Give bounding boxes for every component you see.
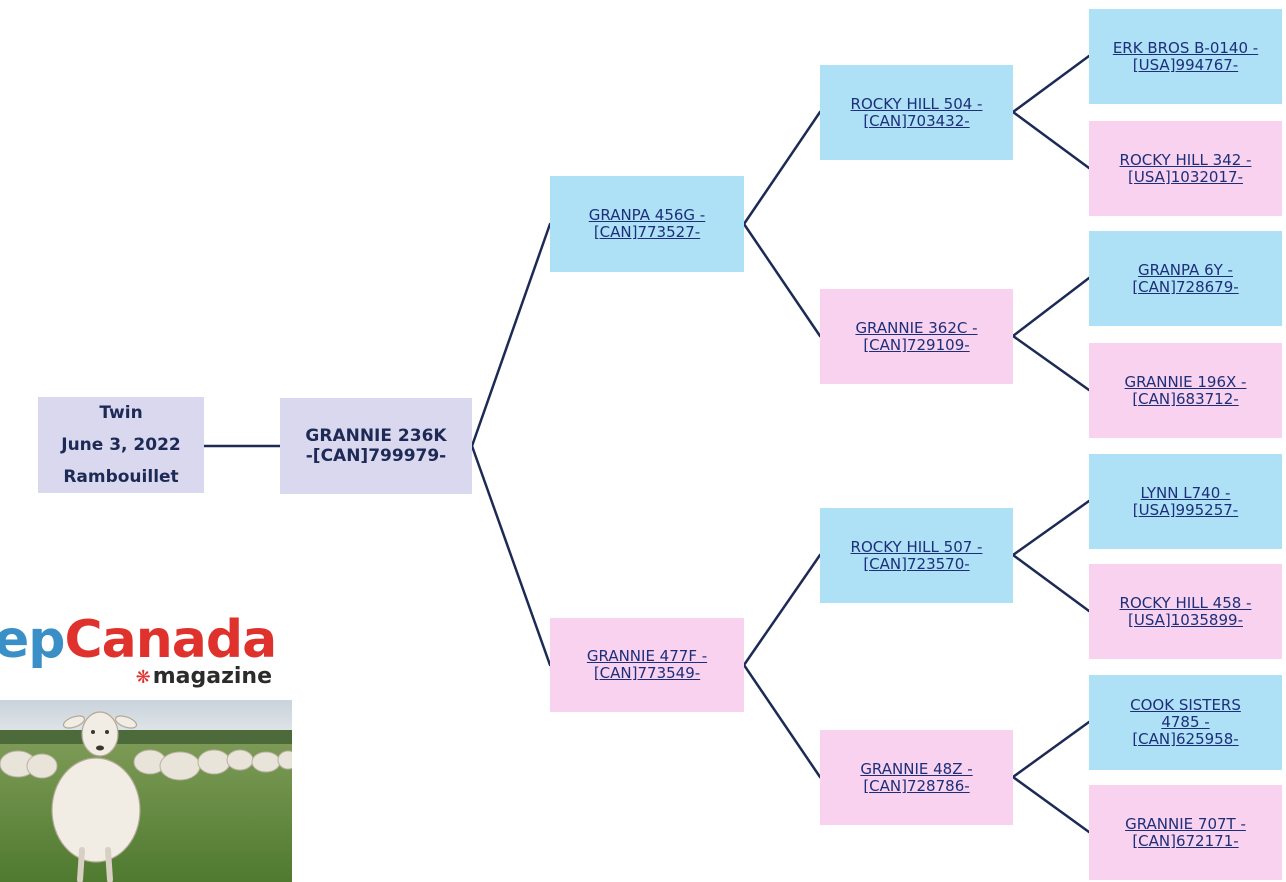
sheep-field-photo xyxy=(0,700,292,882)
great-grandparent-2-link[interactable]: ROCKY HILL 342 -[USA]1032017- xyxy=(1119,150,1252,186)
dam-dam-box: GRANNIE 48Z -[CAN]728786- xyxy=(820,730,1013,825)
great-grandparent-3-box: GRANPA 6Y -[CAN]728679- xyxy=(1089,231,1282,326)
sire-dam-link[interactable]: GRANNIE 362C -[CAN]729109- xyxy=(855,318,978,354)
birth-type: Twin xyxy=(99,403,143,423)
sire-box: GRANPA 456G -[CAN]773527- xyxy=(550,176,744,272)
dam-link[interactable]: GRANNIE 477F -[CAN]773549- xyxy=(586,647,708,682)
great-grandparent-8-box: GRANNIE 707T -[CAN]672171- xyxy=(1089,785,1282,880)
magazine-subtitle: ❋magazine xyxy=(135,664,272,689)
great-grandparent-4-box: GRANNIE 196X -[CAN]683712- xyxy=(1089,343,1282,438)
dam-sire-box: ROCKY HILL 507 -[CAN]723570- xyxy=(820,508,1013,603)
sheep-canada-magazine-cover: epCanada ❋magazine xyxy=(0,612,292,882)
maple-leaf-icon: ❋ xyxy=(135,667,151,688)
great-grandparent-5-link[interactable]: LYNN L740 -[USA]995257- xyxy=(1132,483,1239,519)
dam-sire-link[interactable]: ROCKY HILL 507 -[CAN]723570- xyxy=(850,537,983,573)
sire-link[interactable]: GRANPA 456G -[CAN]773527- xyxy=(588,206,706,241)
magazine-logo-wordmark: epCanada xyxy=(0,612,277,670)
sire-sire-box: ROCKY HILL 504 -[CAN]703432- xyxy=(820,65,1013,160)
great-grandparent-1-box: ERK BROS B-0140 -[USA]994767- xyxy=(1089,9,1282,104)
great-grandparent-1-link[interactable]: ERK BROS B-0140 -[USA]994767- xyxy=(1112,38,1259,74)
subject-animal-box: GRANNIE 236K -[CAN]799979- xyxy=(280,398,472,494)
great-grandparent-3-link[interactable]: GRANPA 6Y -[CAN]728679- xyxy=(1132,260,1239,296)
great-grandparent-6-box: ROCKY HILL 458 -[USA]1035899- xyxy=(1089,564,1282,659)
dam-dam-link[interactable]: GRANNIE 48Z -[CAN]728786- xyxy=(860,759,973,795)
sire-sire-link[interactable]: ROCKY HILL 504 -[CAN]703432- xyxy=(850,94,983,130)
great-grandparent-2-box: ROCKY HILL 342 -[USA]1032017- xyxy=(1089,121,1282,216)
great-grandparent-4-link[interactable]: GRANNIE 196X -[CAN]683712- xyxy=(1124,372,1247,408)
subject-registration: -[CAN]799979- xyxy=(305,446,447,466)
great-grandparent-5-box: LYNN L740 -[USA]995257- xyxy=(1089,454,1282,549)
birth-info-box: Twin June 3, 2022 Rambouillet xyxy=(38,397,204,493)
sire-dam-box: GRANNIE 362C -[CAN]729109- xyxy=(820,289,1013,384)
breed: Rambouillet xyxy=(63,467,179,487)
subject-name: GRANNIE 236K xyxy=(305,426,447,446)
great-grandparent-8-link[interactable]: GRANNIE 707T -[CAN]672171- xyxy=(1125,814,1246,850)
dam-box: GRANNIE 477F -[CAN]773549- xyxy=(550,618,744,712)
birth-date: June 3, 2022 xyxy=(61,435,181,455)
great-grandparent-6-link[interactable]: ROCKY HILL 458 -[USA]1035899- xyxy=(1119,593,1252,629)
